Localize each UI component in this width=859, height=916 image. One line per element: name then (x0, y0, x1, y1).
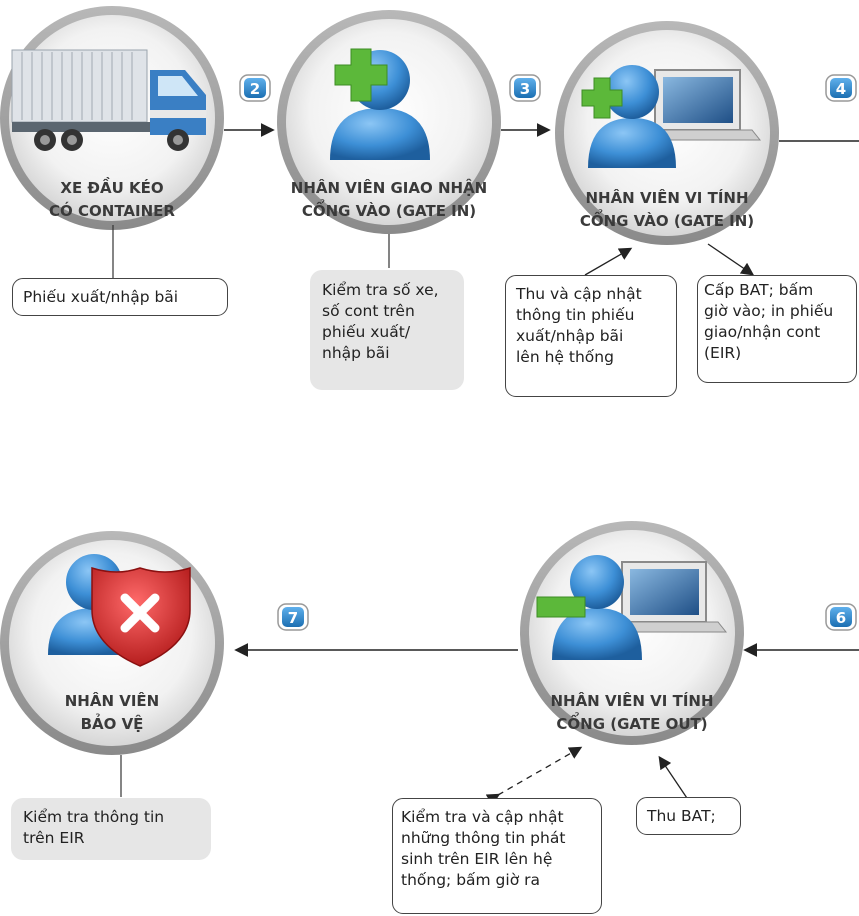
step-badge-3: 3 (509, 74, 541, 102)
note-arrow (707, 243, 755, 276)
svg-text:6: 6 (836, 609, 846, 627)
user-shield-icon (48, 554, 191, 667)
note-dashed-arrow (485, 746, 583, 806)
gate-in-computer-label-line1: NHÂN VIÊN VI TÍNH (585, 188, 748, 207)
truck-label-line2: CÓ CONTAINER (49, 201, 175, 220)
gate-in-receiver-label-line1: NHÂN VIÊN GIAO NHẬN (291, 177, 487, 197)
truck-label-line1: XE ĐẦU KÉO (60, 176, 163, 197)
step-badge-4: 4 (825, 74, 857, 102)
svg-text:3: 3 (520, 80, 530, 98)
note-thu-cap-nhat: Thu và cập nhật thông tin phiếu xuất/nhậ… (505, 275, 677, 397)
note-cap-bat: Cấp BAT; bấm giờ vào; in phiếu giao/nhận… (697, 275, 857, 383)
gate-out-computer-label-line2: CỔNG (GATE OUT) (556, 711, 707, 733)
guard-label-line2: BẢO VỆ (81, 712, 144, 733)
step-badge-7: 7 (277, 603, 309, 631)
note-thu-bat: Thu BAT; (636, 797, 741, 835)
step-guard: NHÂN VIÊN BẢO VỆ (0, 531, 224, 755)
step-badge-2: 2 (239, 74, 271, 102)
note-kiem-tra-so-xe: Kiểm tra số xe, số cont trên phiếu xuất/… (310, 270, 464, 390)
step-gate-out-computer: NHÂN VIÊN VI TÍNH CỔNG (GATE OUT) (520, 521, 744, 745)
gate-in-receiver-label-line2: CỔNG VÀO (GATE IN) (302, 198, 476, 220)
note-phieu: Phiếu xuất/nhập bãi (12, 278, 228, 316)
step-gate-in-receiver: NHÂN VIÊN GIAO NHẬN CỔNG VÀO (GATE IN) (277, 10, 501, 234)
step-truck: XE ĐẦU KÉO CÓ CONTAINER (0, 6, 224, 230)
svg-text:2: 2 (250, 80, 260, 98)
step-badge-6: 6 (825, 603, 857, 631)
gate-in-computer-label-line2: CỔNG VÀO (GATE IN) (580, 208, 754, 230)
note-kiem-tra-eir: Kiểm tra thông tin trên EIR (11, 798, 211, 860)
truck-icon (11, 49, 206, 151)
computer-user-add-icon (581, 65, 762, 168)
svg-text:4: 4 (836, 80, 846, 98)
computer-user-remove-icon (536, 555, 728, 660)
guard-label-line1: NHÂN VIÊN (65, 691, 159, 710)
user-add-icon (330, 48, 430, 160)
gate-out-computer-label-line1: NHÂN VIÊN VI TÍNH (550, 691, 713, 710)
note-arrow (584, 247, 633, 276)
svg-text:7: 7 (288, 609, 298, 627)
step-gate-in-computer: NHÂN VIÊN VI TÍNH CỔNG VÀO (GATE IN) (555, 21, 779, 245)
note-kiem-tra-cap-nhat: Kiểm tra và cập nhật những thông tin phá… (392, 798, 602, 914)
